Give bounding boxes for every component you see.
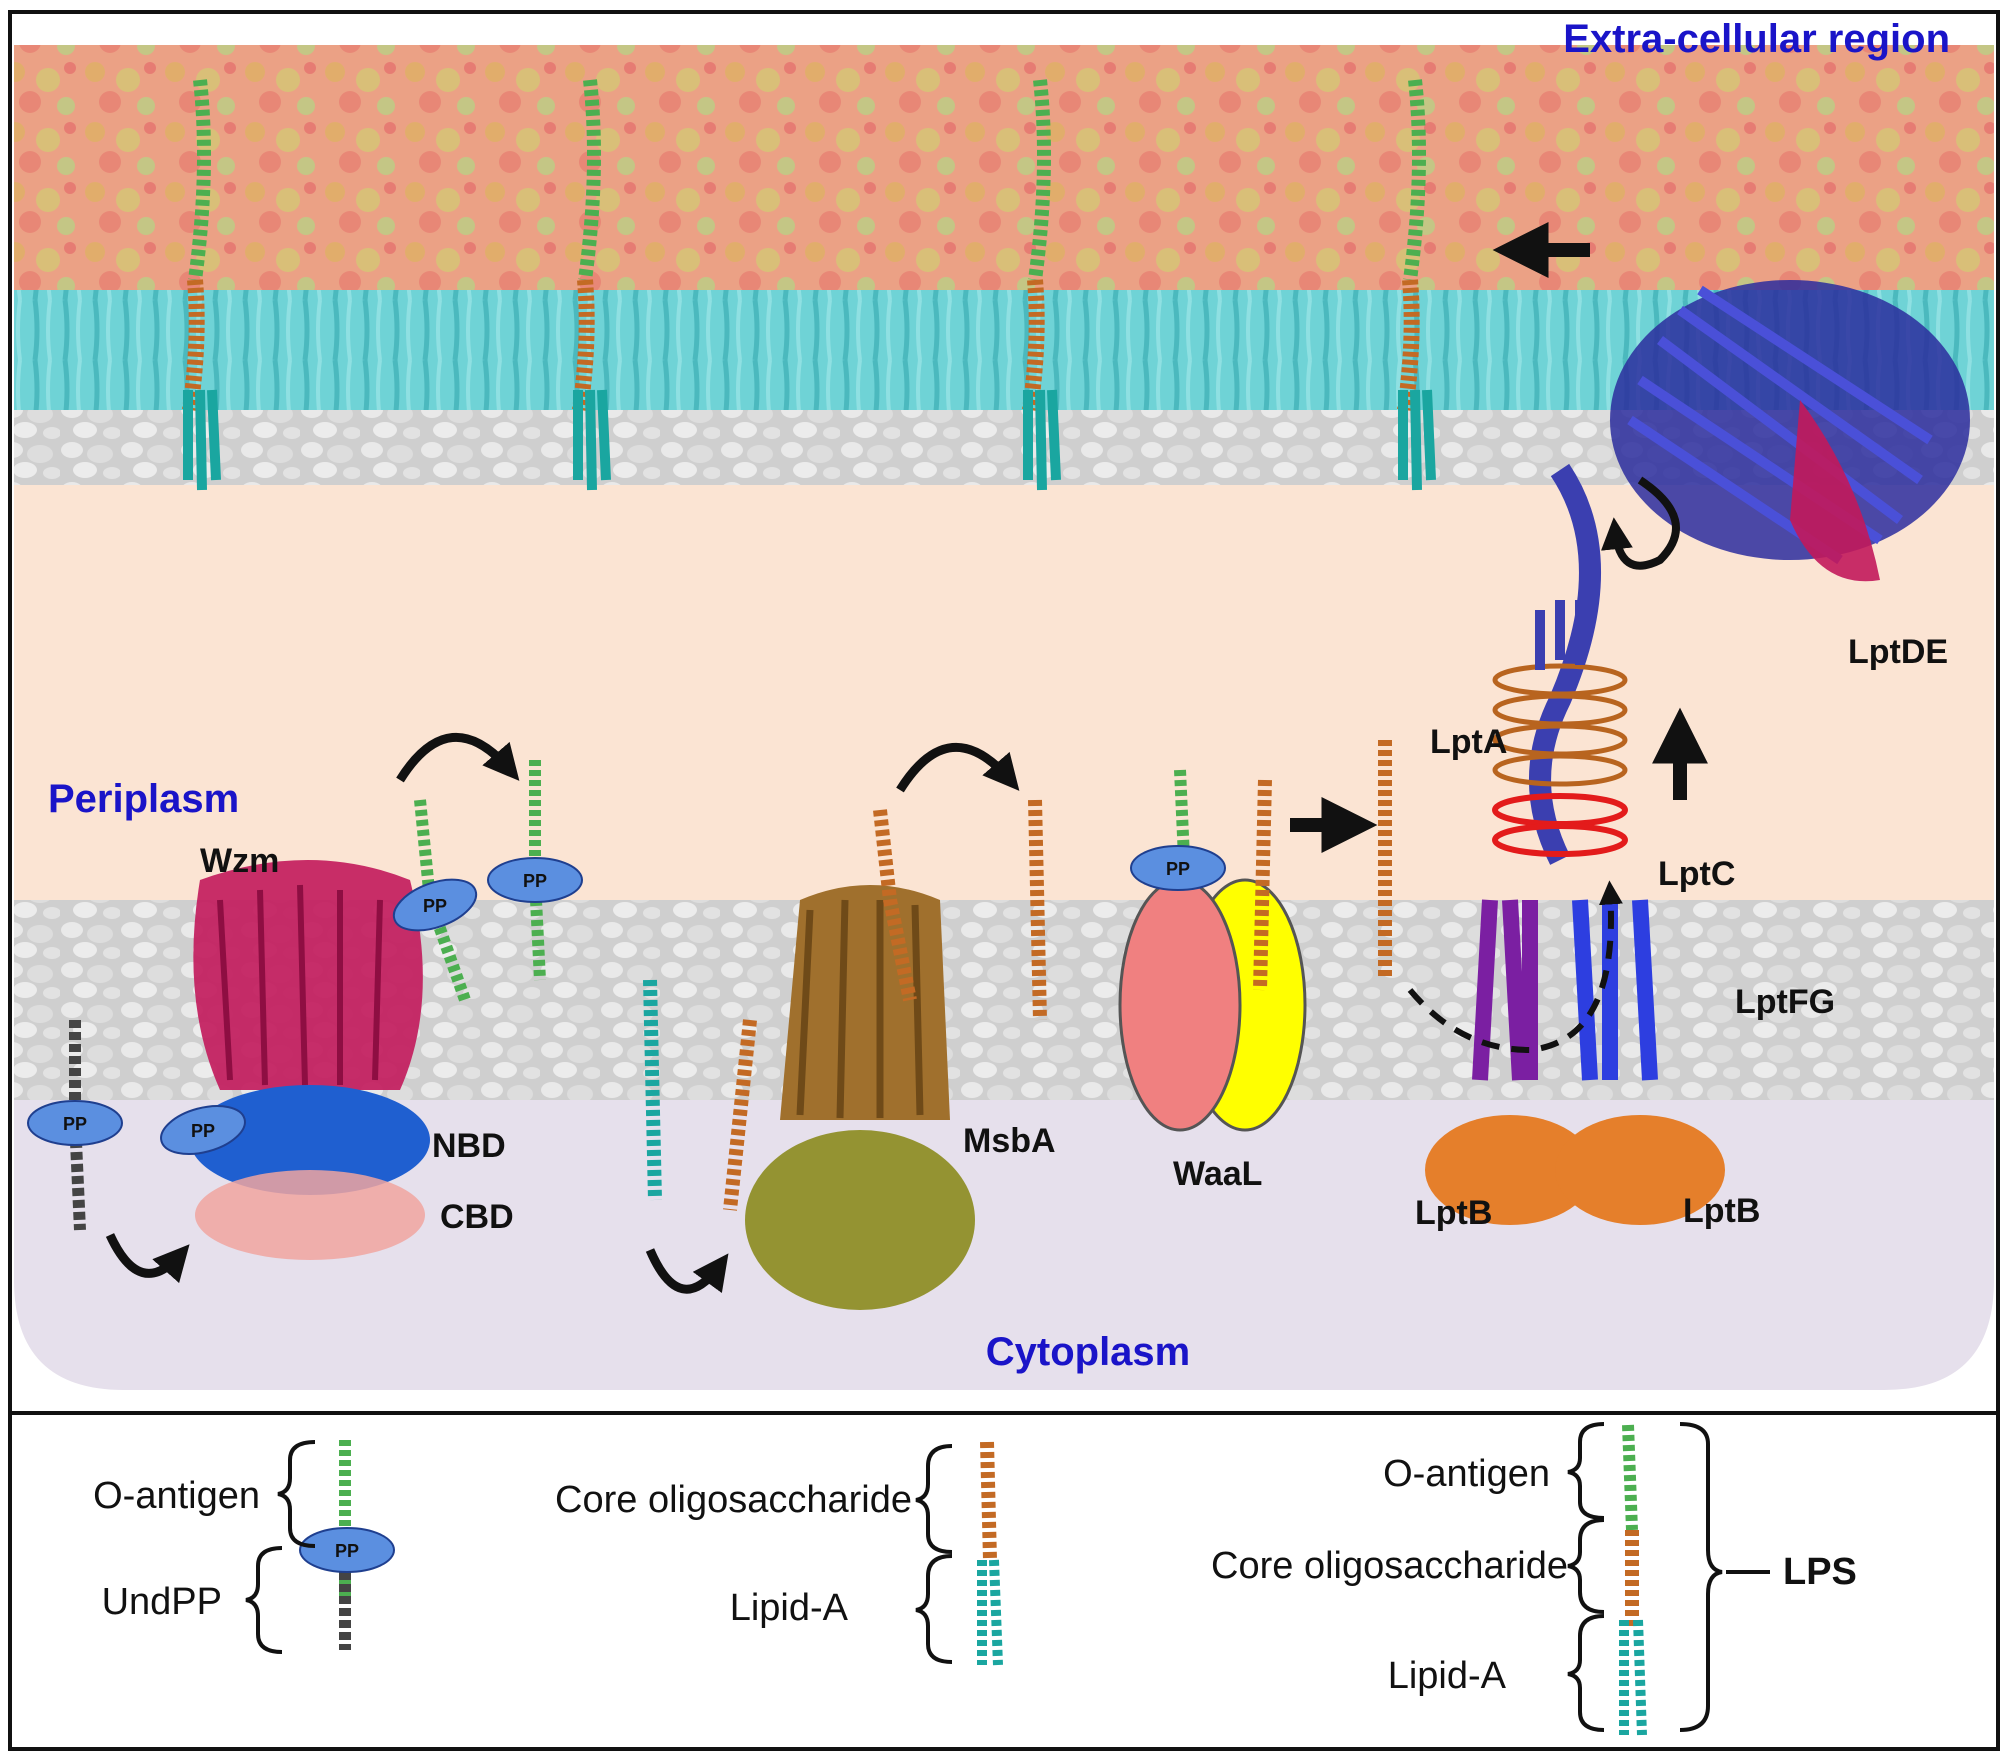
curved-arrow-lptde [1600,476,1680,570]
waal-label: WaaL [1173,1155,1262,1193]
legend-group-lps-core: Core oligosaccharide Lipid-A [555,1441,1003,1666]
lpta-label: LptA [1430,723,1507,761]
legend-undpp-label: UndPP [102,1581,222,1623]
lptde-protein [1610,280,1970,582]
lpta-bridge [1492,463,1628,865]
pp-label: PP [423,896,447,916]
om-lps-molecule [572,79,611,491]
msba-protein [745,885,975,1310]
pp-label: PP [1166,859,1190,879]
pp-label: PP [63,1114,87,1134]
legend-core-oligosaccharide-label: Core oligosaccharide [555,1479,912,1521]
nbd-label: NBD [432,1127,506,1165]
flip-arrow-wzm-bottom [105,1233,190,1284]
lptb-right-label: LptB [1683,1192,1760,1230]
lptde-label: LptDE [1848,633,1948,671]
om-lps-molecule [1022,79,1061,491]
extracellular-label: Extra-cellular region [1563,17,1950,61]
lptb-left-label: LptB [1415,1194,1492,1232]
periplasm-label: Periplasm [48,777,239,821]
om-lps-molecule [182,79,221,491]
cbd-label: CBD [440,1198,514,1236]
flip-arrow-msba-top [896,742,1020,793]
legend-lps-core-label: Core oligosaccharide [1211,1545,1568,1587]
msba-label: MsbA [963,1122,1056,1160]
legend-o-antigen-label: O-antigen [93,1475,260,1517]
pp-ellipse: PP [27,1100,123,1146]
legend-group-lps: O-antigen Core oligosaccharide Lipid-A L… [1211,1422,1857,1736]
legend-lps-lipid-a-label: Lipid-A [1388,1655,1507,1697]
pp-label: PP [335,1541,359,1561]
outer-membrane-lps-molecules [182,79,1436,491]
pp-label: PP [523,871,547,891]
legend-group-undpp: PP O-antigen UndPP [93,1440,395,1654]
wzm-nbd-cbd-complex [190,860,430,1260]
legend-panel: PP O-antigen UndPP Core oligosaccharide … [8,1411,2000,1751]
flip-arrow-wzm-top [396,732,520,783]
pp-ellipse: PP [160,1105,246,1155]
pp-ellipse: PP [487,857,583,903]
periplasm-region [14,450,1994,920]
legend-lps-label: LPS [1783,1551,1857,1593]
cytoplasm-label: Cytoplasm [986,1330,1191,1374]
lptc-label: LptC [1658,855,1735,893]
legend-lipid-a-label: Lipid-A [730,1587,849,1629]
lptfg-label: LptFG [1735,983,1835,1021]
pp-ellipse: PP [392,878,478,932]
om-lps-molecule [1397,79,1436,491]
flip-arrow-msba-bottom [645,1248,729,1294]
pp-ellipse: PP [1130,845,1226,891]
waal-protein [1118,878,1307,1132]
lptfg-lptb-complex [1425,899,1725,1225]
legend-lps-o-antigen-label: O-antigen [1383,1453,1550,1495]
wzm-label: Wzm [200,842,279,880]
pp-label: PP [191,1121,215,1141]
